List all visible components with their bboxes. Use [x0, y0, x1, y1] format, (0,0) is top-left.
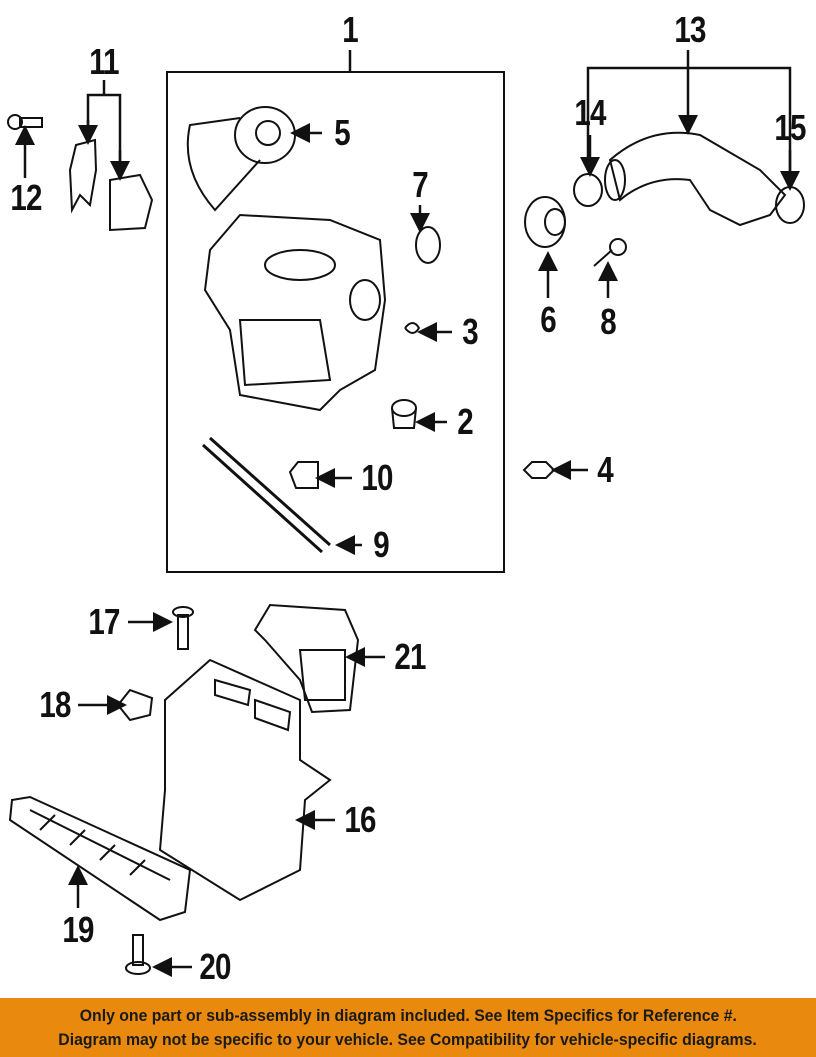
- callout-2: 2: [457, 401, 473, 442]
- callout-12: 12: [10, 177, 42, 218]
- adapter-6: [524, 196, 566, 248]
- callout-18: 18: [39, 684, 71, 725]
- hose-clamp-15: [775, 186, 805, 224]
- callout-8: 8: [600, 301, 616, 342]
- callout-13: 13: [674, 9, 706, 50]
- parts-diagram: [7, 50, 805, 977]
- callout-16: 16: [344, 799, 376, 840]
- sensor-plug: [391, 399, 417, 429]
- callout-5: 5: [334, 112, 350, 153]
- callout-6: 6: [540, 299, 556, 340]
- callout-4: 4: [597, 449, 613, 490]
- seal-ring: [415, 226, 441, 264]
- clip: [404, 322, 421, 334]
- duct-19: [8, 795, 192, 922]
- callout-20: 20: [199, 946, 231, 987]
- callout-19: 19: [62, 909, 94, 950]
- drain-tube: [201, 436, 331, 554]
- callout-21: 21: [394, 636, 426, 677]
- air-cleaner-housing: [203, 213, 387, 412]
- callout-15: 15: [774, 107, 806, 148]
- bracket-11: [68, 138, 98, 214]
- callout-11: 11: [89, 41, 119, 82]
- air-filter-element: [186, 106, 296, 212]
- disclaimer-line-1: Only one part or sub-assembly in diagram…: [79, 1005, 737, 1025]
- leader-lines: [14, 50, 800, 977]
- callout-17: 17: [88, 601, 120, 642]
- assembly-box: [166, 71, 505, 573]
- bolt-20: [125, 934, 151, 975]
- callout-14: 14: [574, 92, 606, 133]
- hose-clamp-14: [573, 173, 603, 207]
- grommet: [522, 461, 556, 479]
- callout-9: 9: [373, 524, 389, 565]
- bolt-12: [7, 114, 43, 130]
- disclaimer-line-2: Diagram may not be specific to your vehi…: [58, 1029, 758, 1049]
- callout-3: 3: [462, 311, 478, 352]
- mount-11: [109, 173, 154, 232]
- intake-duct: [604, 131, 787, 227]
- bolt-8: [593, 238, 627, 267]
- filter-cover-21: [253, 603, 360, 714]
- clamp-bracket: [288, 461, 319, 489]
- nut-18: [116, 688, 154, 722]
- resonator-16: [158, 658, 332, 902]
- disclaimer-banner: Only one part or sub-assembly in diagram…: [0, 998, 816, 1057]
- bolt-17: [172, 606, 194, 650]
- callout-7: 7: [412, 164, 428, 205]
- callout-10: 10: [361, 457, 393, 498]
- callout-1: 1: [342, 9, 358, 50]
